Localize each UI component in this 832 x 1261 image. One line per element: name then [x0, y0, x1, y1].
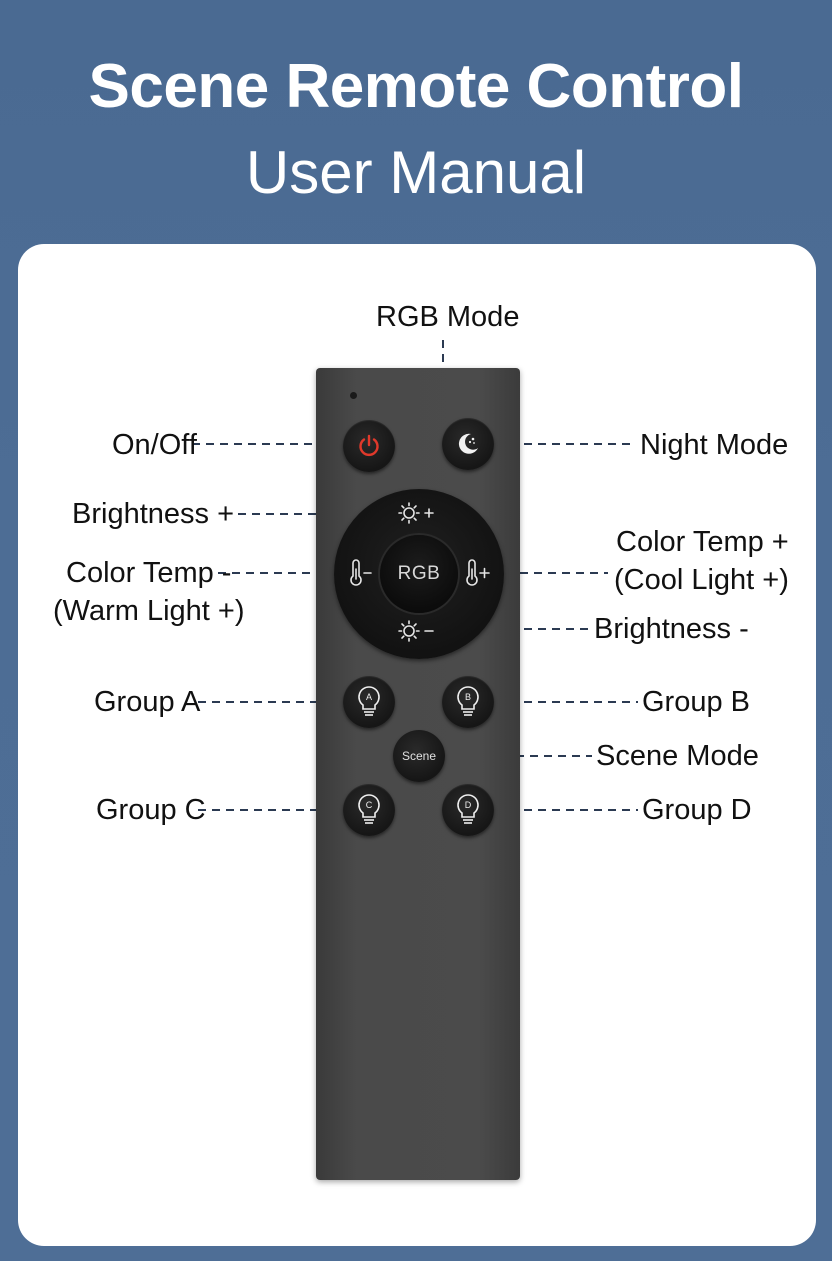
page-title: Scene Remote Control	[88, 52, 744, 121]
label-group-c: Group C	[96, 794, 206, 826]
header: Scene Remote Control User Manual	[0, 0, 832, 240]
group-b-letter: B	[465, 692, 471, 702]
label-group-a: Group A	[94, 686, 201, 718]
group-a-button[interactable]: A	[343, 676, 395, 728]
bulb-icon: D	[457, 794, 479, 824]
bulb-icon: A	[358, 686, 380, 716]
bulb-icon: B	[457, 686, 479, 716]
night-mode-button[interactable]	[442, 418, 494, 470]
label-warm-light-plus: (Warm Light +)	[53, 595, 245, 627]
thermometer-plus-icon[interactable]	[462, 557, 494, 589]
label-cool-light-plus: (Cool Light +)	[614, 564, 789, 596]
group-d-button[interactable]: D	[442, 784, 494, 836]
bulb-icon: C	[358, 794, 380, 824]
group-c-letter: C	[366, 800, 373, 810]
label-brightness-plus: Brightness +	[72, 498, 235, 530]
label-group-d: Group D	[642, 794, 752, 826]
power-button[interactable]	[343, 420, 395, 472]
indicator-led	[350, 392, 357, 399]
moon-icon	[458, 433, 478, 454]
scene-button[interactable]: Scene	[393, 730, 445, 782]
sun-plus-icon[interactable]	[398, 501, 442, 525]
thermometer-minus-icon[interactable]	[346, 557, 376, 589]
label-on-off: On/Off	[112, 429, 197, 461]
sun-minus-icon[interactable]	[398, 619, 442, 643]
group-d-letter: D	[465, 800, 472, 810]
remote-control: RGB A B Scene C D	[316, 368, 520, 1180]
label-color-temp-plus: Color Temp +	[616, 526, 789, 558]
rgb-button[interactable]: RGB	[380, 535, 458, 613]
group-c-button[interactable]: C	[343, 784, 395, 836]
label-group-b: Group B	[642, 686, 750, 718]
page-subtitle: User Manual	[245, 139, 587, 206]
label-scene-mode: Scene Mode	[596, 740, 759, 772]
group-a-letter: A	[366, 692, 372, 702]
label-brightness-minus: Brightness -	[594, 613, 749, 645]
group-b-button[interactable]: B	[442, 676, 494, 728]
power-icon	[359, 434, 379, 457]
label-rgb-mode: RGB Mode	[376, 301, 520, 333]
label-color-temp-minus: Color Temp -	[66, 557, 232, 589]
label-night-mode: Night Mode	[640, 429, 789, 461]
direction-pad: RGB	[334, 489, 504, 659]
